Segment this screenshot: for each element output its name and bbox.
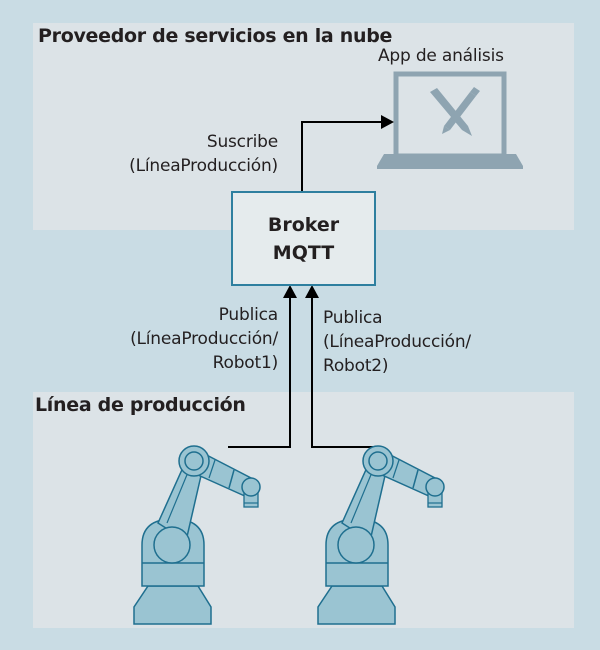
broker-label: Broker [267,213,340,236]
publish-robot1-topic-line2: Robot1) [212,353,279,373]
pencil-icon [442,87,480,134]
publish-robot2-action: Publica [323,308,383,328]
publish-robot2-topic-line1: (LíneaProducción/ [323,332,471,352]
publish-robot1-topic-line1: (LíneaProducción/ [130,329,278,349]
robot-arm-1-icon [133,445,261,625]
robot-arm-2-icon [317,445,445,625]
publish-robot2-arrow [305,285,374,448]
mqtt-broker-node: Broker MQTT [231,191,376,286]
publish-robot2-topic-line2: Robot2) [323,356,389,376]
laptop-with-tools-icon [377,71,523,169]
mqtt-label: MQTT [272,241,335,264]
subscribe-action: Suscribe [206,132,278,152]
analytics-app-label: App de análisis [378,46,504,66]
publish-robot1-action: Publica [218,305,279,325]
tool-icon [430,88,472,136]
production-line-title: Línea de producción [35,394,246,416]
publish-robot1-label: Publica (LíneaProducción/ Robot1) [130,303,278,375]
cloud-provider-title: Proveedor de servicios en la nube [38,25,393,47]
subscribe-arrow [301,115,394,191]
subscribe-edge-label: Suscribe (LíneaProducción) [129,130,278,178]
publish-robot1-arrow [228,285,297,448]
publish-robot2-label: Publica (LíneaProducción/ Robot2) [323,306,471,378]
production-line-zone: Línea de producción [33,392,574,628]
subscribe-topic: (LíneaProducción) [129,156,278,176]
